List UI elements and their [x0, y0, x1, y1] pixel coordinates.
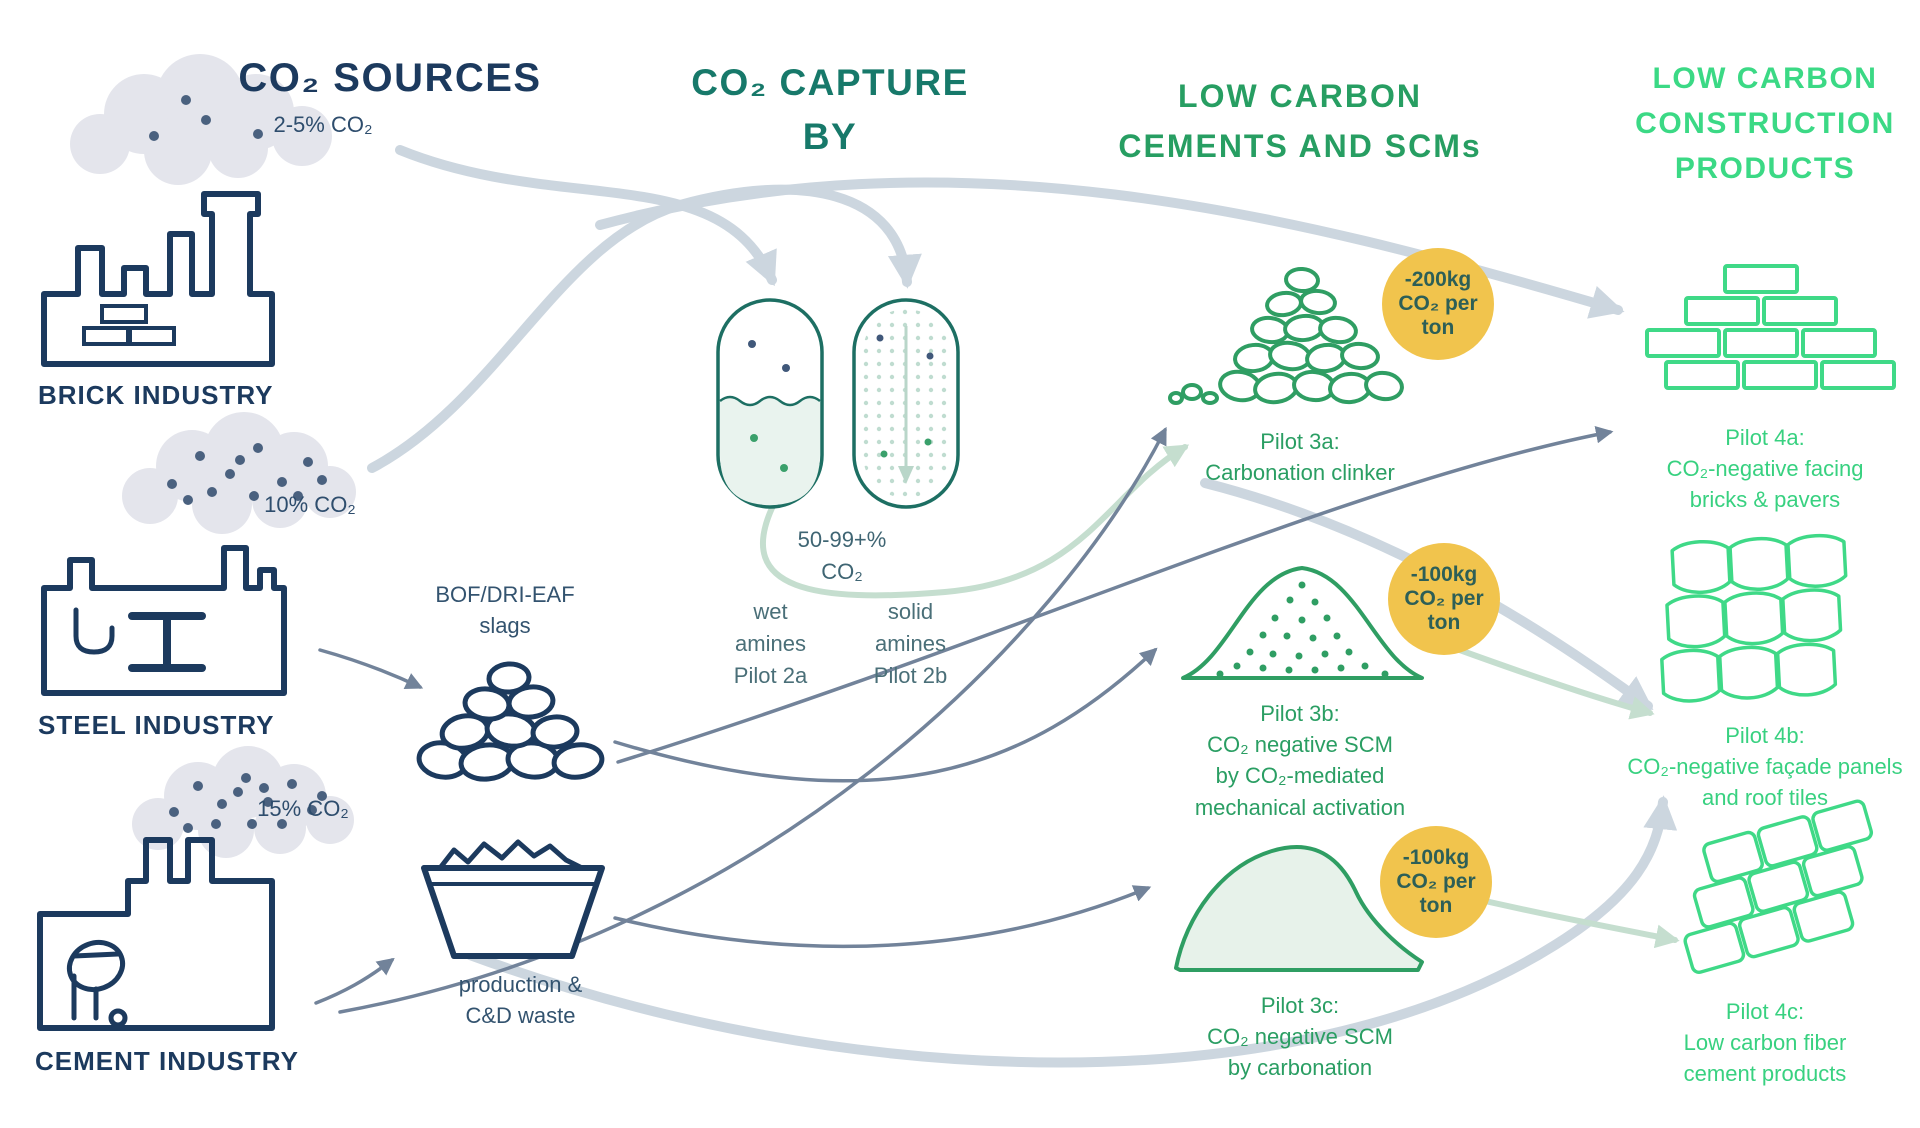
slags-pile-icon [416, 661, 605, 782]
pilot3a-co2-badge: -200kg CO₂ per ton [1382, 248, 1494, 360]
pilot4a-desc2: bricks & pavers [1689, 487, 1841, 513]
pilot4b-title: Pilot 4b: [1725, 723, 1805, 748]
slags-line2: slags [479, 612, 531, 638]
pilot3a-title: Pilot 3a: [1260, 429, 1340, 454]
steel-factory-icon [41, 545, 287, 696]
cements-title-line2: CEMENTS AND SCMs [1118, 127, 1482, 164]
pilot4c-title: Pilot 4c: [1725, 999, 1805, 1024]
badge3b-line1: -100kg [1410, 562, 1478, 586]
pilot3b-co2-badge: -100kg CO₂ per ton [1388, 543, 1500, 655]
badge3b-line3: ton [1427, 611, 1461, 635]
solid-line2: amines [875, 630, 946, 656]
steel-industry-label: STEEL INDUSTRY [38, 710, 275, 740]
waste-line2: C&D waste [465, 1002, 576, 1028]
solid-pilot-label: Pilot 2b [873, 662, 948, 688]
scm-dotted-pile-icon [1181, 566, 1424, 680]
waste-label: production & C&D waste [428, 970, 613, 1032]
pilot4b-desc1: CO₂-negative façade panels [1627, 754, 1903, 780]
slate-flow-arrows [314, 426, 1614, 1014]
clinker-pile-icon [1168, 266, 1404, 405]
brick-smoke-icon [70, 54, 332, 185]
badge3c-line1: -100kg [1402, 845, 1470, 869]
products-title-line1: LOW CARBON [1652, 62, 1878, 95]
sources-title: CO₂ SOURCES [238, 56, 542, 100]
capture-title-line1: CO₂ CAPTURE [691, 62, 969, 103]
products-title-line2: CONSTRUCTION [1635, 107, 1895, 140]
badge3c-line3: ton [1419, 894, 1453, 918]
cement-mixer-icon [66, 939, 128, 1028]
pilot3c-title: Pilot 3c: [1260, 993, 1340, 1018]
capture-title-line2: BY [802, 115, 858, 157]
wet-pilot-label: Pilot 2a [733, 662, 808, 688]
slags-label: BOF/DRI-EAF slags [415, 580, 595, 642]
pilot3b-caption: Pilot 3b: CO₂ negative SCM by CO₂-mediat… [1135, 698, 1465, 823]
cements-title-line1: LOW CARBON [1178, 78, 1422, 114]
products-title: LOW CARBON CONSTRUCTION PRODUCTS [1620, 56, 1910, 191]
brick-co2-percent: 2-5% CO₂ [273, 112, 373, 137]
products-title-line3: PRODUCTS [1674, 152, 1856, 185]
wet-amines-label: wet amines Pilot 2a [698, 596, 843, 692]
roof-tiles-icon [1660, 533, 1848, 703]
solid-amines-label: solid amines Pilot 2b [843, 596, 978, 692]
pilot3b-desc2: by CO₂-mediated [1215, 763, 1385, 789]
cements-title: LOW CARBON CEMENTS AND SCMs [1095, 72, 1505, 171]
pilot3c-caption: Pilot 3c: CO₂ negative SCM by carbonatio… [1135, 990, 1465, 1084]
pilot3b-desc3: mechanical activation [1194, 794, 1406, 820]
pilot3a-caption: Pilot 3a: Carbonation clinker [1140, 426, 1460, 488]
badge3a-line2: CO₂ per [1398, 291, 1478, 315]
wet-line2: amines [735, 630, 806, 656]
pilot3a-desc: Carbonation clinker [1205, 460, 1395, 486]
pilot4a-title: Pilot 4a: [1725, 425, 1805, 450]
wet-line1: wet [753, 599, 788, 624]
pilot3c-desc2: by carbonation [1227, 1055, 1373, 1081]
wet-amines-capsule-icon [716, 298, 824, 509]
fiber-cement-shingles-icon [1683, 799, 1874, 975]
facing-bricks-icon [1645, 264, 1896, 390]
waste-container-icon [421, 839, 605, 959]
solid-line1: solid [887, 599, 934, 624]
cement-industry-label: CEMENT INDUSTRY [35, 1046, 299, 1076]
slags-line1: BOF/DRI-EAF [435, 582, 575, 607]
pilot4b-caption: Pilot 4b: CO₂-negative façade panels and… [1585, 720, 1920, 814]
cement-factory-icon [37, 837, 275, 1031]
badge3c-line2: CO₂ per [1396, 869, 1476, 893]
badge3a-line1: -200kg [1404, 267, 1472, 291]
purity-line1: 50-99+% [797, 527, 887, 552]
pilot4c-desc1: Low carbon fiber [1683, 1030, 1847, 1056]
waste-line1: production & [458, 972, 583, 997]
pilot3c-desc1: CO₂ negative SCM [1207, 1024, 1393, 1050]
pilot3c-co2-badge: -100kg CO₂ per ton [1380, 826, 1492, 938]
steel-co2-percent: 10% CO₂ [264, 492, 356, 517]
badge3b-line2: CO₂ per [1404, 586, 1484, 610]
pilot4a-desc1: CO₂-negative facing [1666, 456, 1864, 482]
brick-industry-label: BRICK INDUSTRY [38, 380, 274, 410]
brick-factory-icon [41, 191, 275, 367]
purity-line2: CO₂ [821, 558, 863, 584]
pilot4b-desc2: and roof tiles [1702, 785, 1828, 811]
solid-amines-capsule-icon [852, 298, 960, 509]
scm-smooth-pile-icon [1174, 845, 1424, 972]
pilot3b-desc1: CO₂ negative SCM [1207, 732, 1393, 758]
cement-smoke-icon [132, 746, 354, 858]
capture-title: CO₂ CAPTURE BY [655, 56, 1005, 163]
pilot3b-title: Pilot 3b: [1260, 701, 1340, 726]
steel-smoke-icon [122, 412, 356, 534]
pilot4c-caption: Pilot 4c: Low carbon fiber cement produc… [1605, 996, 1920, 1090]
pilot4a-caption: Pilot 4a: CO₂-negative facing bricks & p… [1600, 422, 1920, 516]
pilot4c-desc2: cement products [1683, 1061, 1847, 1087]
cement-co2-percent: 15% CO₂ [257, 796, 349, 821]
capture-purity-label: 50-99+% CO₂ [752, 524, 932, 588]
badge3a-line3: ton [1421, 316, 1455, 340]
